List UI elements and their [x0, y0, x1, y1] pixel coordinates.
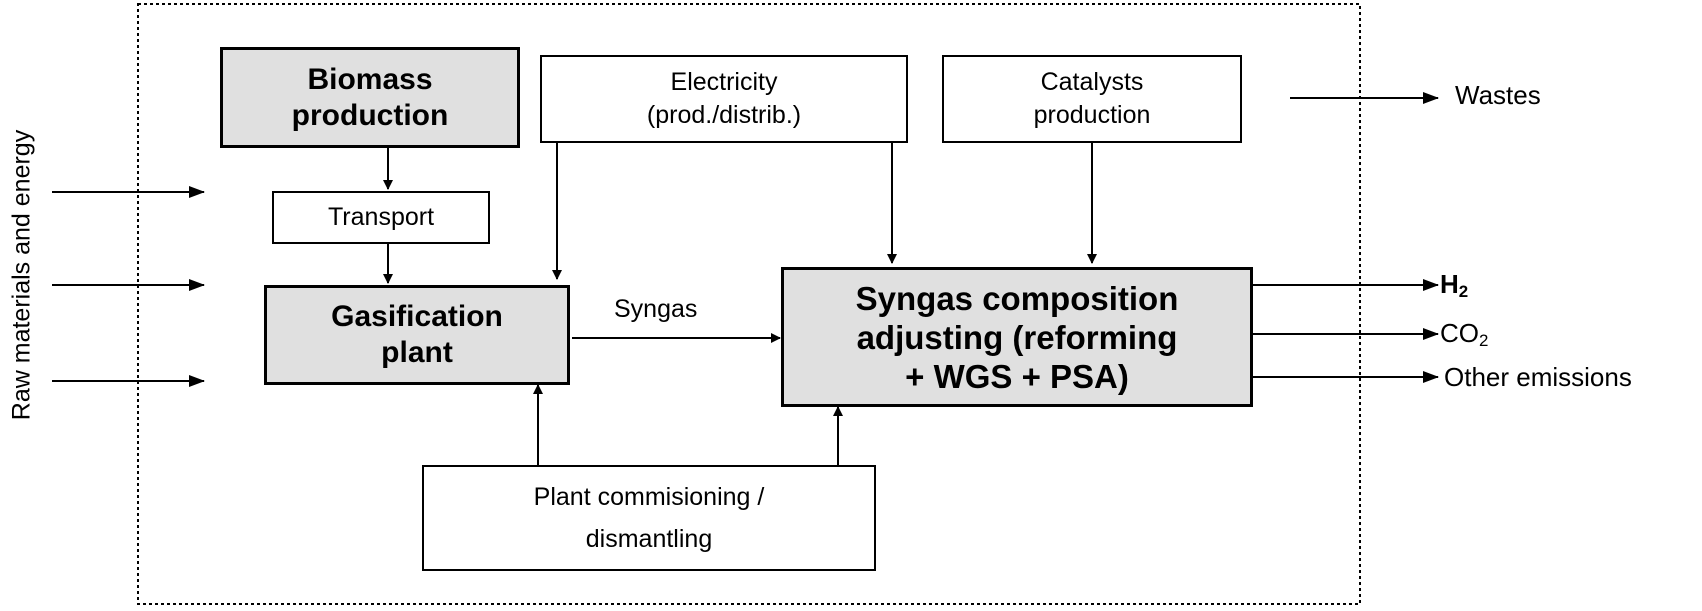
co2-subscript: 2	[1479, 331, 1489, 351]
transport-box: Transport	[272, 191, 490, 244]
raw-materials-label: Raw materials and energy	[7, 129, 36, 421]
biomass-line1: Biomass	[307, 62, 433, 96]
electricity-line1: Electricity	[670, 68, 778, 96]
plant-commissioning-box: Plant commisioning / dismantling	[422, 465, 876, 571]
co2-base: CO	[1440, 318, 1479, 348]
wastes-label: Wastes	[1455, 80, 1541, 110]
co2-label: CO2	[1440, 317, 1488, 357]
gasification-line1: Gasification	[331, 300, 503, 333]
commissioning-line1: Plant commisioning /	[533, 483, 765, 511]
gasification-line2: plant	[381, 336, 453, 369]
commissioning-line2: dismantling	[585, 525, 713, 553]
syngas-adjust-line3: + WGS + PSA)	[905, 357, 1129, 395]
syngas-adjusting-box: Syngas composition adjusting (reforming …	[781, 267, 1253, 407]
other-emissions-label: Other emissions	[1444, 362, 1632, 392]
h2-label: H2	[1440, 268, 1468, 308]
biomass-production-box: Biomass production	[220, 47, 520, 148]
biomass-line2: production	[291, 98, 449, 132]
system-boundary	[137, 3, 1361, 605]
syngas-flow-label: Syngas	[614, 295, 698, 323]
catalysts-line2: production	[1033, 101, 1151, 129]
transport-label: Transport	[327, 203, 435, 231]
syngas-adjust-line1: Syngas composition	[855, 279, 1179, 317]
gasification-plant-box: Gasification plant	[264, 285, 570, 385]
catalysts-box: Catalysts production	[942, 55, 1242, 143]
syngas-adjust-line2: adjusting (reforming	[856, 318, 1178, 356]
h2-subscript: 2	[1458, 282, 1469, 302]
electricity-box: Electricity (prod./distrib.)	[540, 55, 908, 143]
h2-base: H	[1440, 269, 1459, 299]
electricity-line2: (prod./distrib.)	[646, 101, 802, 129]
catalysts-line1: Catalysts	[1040, 68, 1144, 96]
